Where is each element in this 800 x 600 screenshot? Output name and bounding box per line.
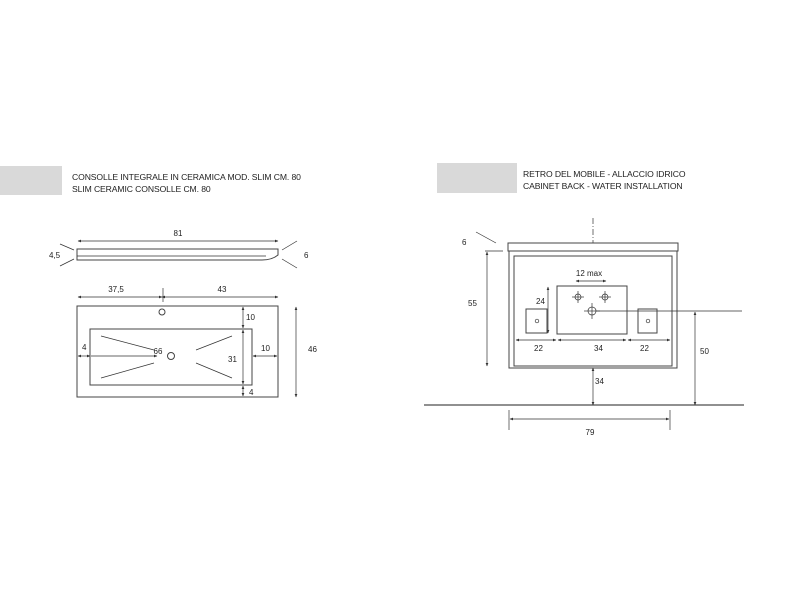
dim-overall-width: 81 [174, 229, 183, 238]
dim-depth: 46 [308, 345, 317, 354]
left-title-line1: CONSOLLE INTEGRALE IN CERAMICA MOD. SLIM… [72, 172, 301, 182]
left-title-line2: SLIM CERAMIC CONSOLLE CM. 80 [72, 184, 211, 194]
dim-basin-depth: 31 [228, 355, 237, 364]
dim-basin-width: 66 [154, 347, 163, 356]
dim-hole-spacing: 12 max [576, 269, 602, 278]
right-panel: RETRO DEL MOBILE - ALLACCIO IDRICO CABIN… [424, 163, 744, 437]
dim-side-margin-left: 4 [82, 343, 87, 352]
drain-hole-icon [167, 352, 175, 360]
tap-hole-icon [158, 308, 166, 316]
right-title-line2: CABINET BACK - WATER INSTALLATION [523, 181, 683, 191]
dim-side-margin-right: 10 [261, 344, 270, 353]
dim-left-to-tap: 37,5 [108, 285, 124, 294]
dim-center-width: 34 [594, 344, 603, 353]
dim-top-margin: 10 [246, 313, 255, 322]
dim-drain-height: 50 [700, 347, 709, 356]
right-title-tab [437, 163, 517, 193]
dim-overall-width-back: 79 [586, 428, 595, 437]
left-title-tab [0, 166, 62, 195]
left-panel: CONSOLLE INTEGRALE IN CERAMICA MOD. SLIM… [0, 166, 317, 398]
dim-tap-to-right: 43 [218, 285, 227, 294]
right-title-line1: RETRO DEL MOBILE - ALLACCIO IDRICO [523, 169, 686, 179]
water-inlet-icon [599, 291, 611, 303]
cabinet-back-view: 6 12 max 24 [424, 218, 744, 437]
dim-left-offset: 22 [534, 344, 543, 353]
console-plan-view: 37,5 43 66 4 10 31 4 10 46 [76, 285, 317, 398]
dim-top-thickness: 6 [462, 238, 467, 247]
dim-panel-height: 24 [536, 297, 545, 306]
dim-cabinet-height: 55 [468, 299, 477, 308]
dim-thickness: 4,5 [49, 251, 61, 260]
dim-floor-to-bottom: 34 [595, 377, 604, 386]
dim-front-edge: 6 [304, 251, 309, 260]
water-inlet-icon [572, 291, 584, 303]
dim-right-offset: 22 [640, 344, 649, 353]
console-side-profile: 81 4,5 6 [49, 229, 309, 269]
dim-bottom-margin: 4 [249, 388, 254, 397]
